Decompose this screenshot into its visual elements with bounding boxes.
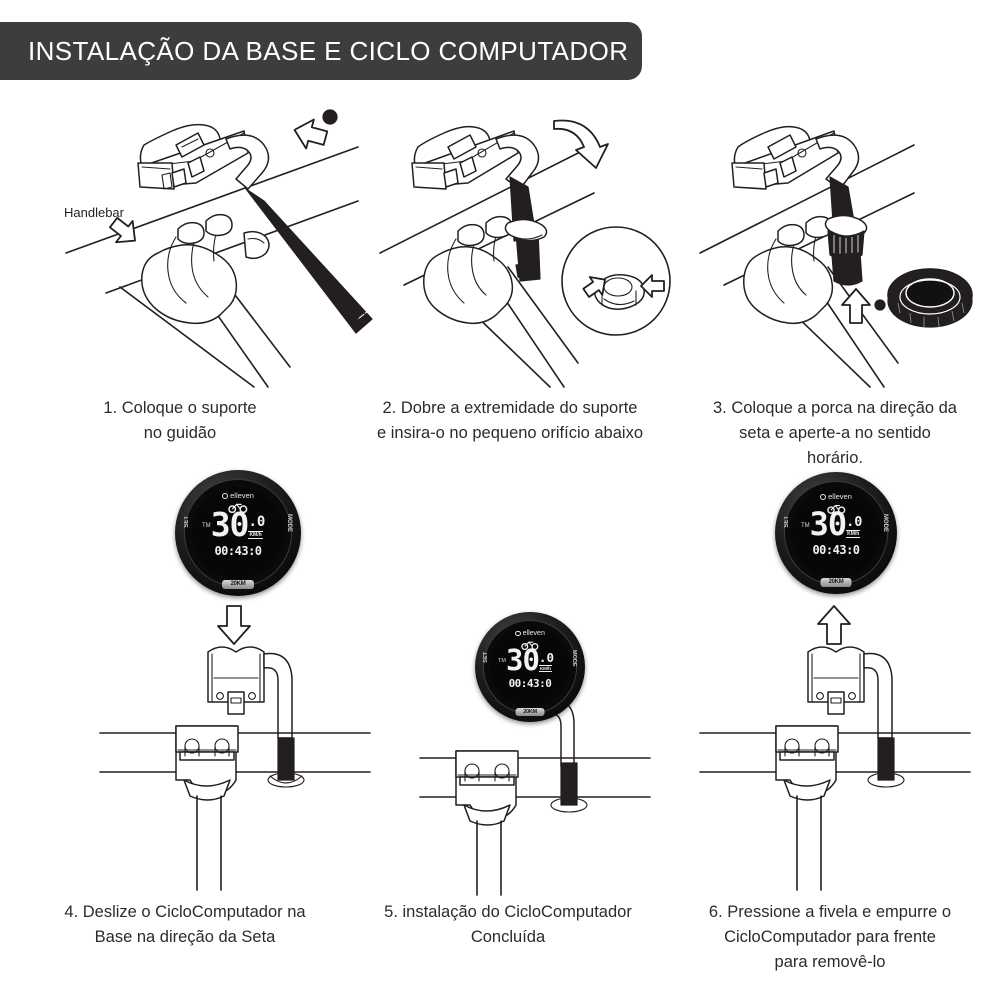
device-bottom-badge: 20KM <box>820 578 852 587</box>
bicycle-icon <box>791 503 881 514</box>
step-4-device: elleven 30 .0 KM/h 00:43:0 TM SET MODE <box>175 470 301 596</box>
step-5-illustration <box>419 699 651 896</box>
step-4-caption: 4. Deslize o CicloComputador na Base na … <box>64 903 306 946</box>
brand-logo-icon <box>820 493 827 500</box>
bicycle-icon <box>192 502 284 513</box>
brand-logo-icon <box>515 630 521 637</box>
step-2-caption: 2. Dobre a extremidade do suporte e insi… <box>376 399 643 442</box>
step-5-device: elleven 30 .0 KM/h 00:43:0 TM SET MODE <box>475 612 585 722</box>
tm-label: TM <box>498 658 506 664</box>
mode-button[interactable]: MODE <box>571 650 577 667</box>
device-brand: elleven <box>791 492 881 501</box>
tm-label: TM <box>801 523 810 529</box>
device-brand: elleven <box>490 630 570 637</box>
step-1-caption: 1. Coloque o suporte no guidão <box>103 399 257 442</box>
set-button[interactable]: SET <box>483 652 489 663</box>
speed-display: 30 .0 KM/h <box>210 505 266 544</box>
step-6-caption: 6. Pressione a fivela e empurre o CicloC… <box>708 903 952 971</box>
step-3-illustration <box>698 105 998 390</box>
set-button[interactable]: SET <box>184 516 190 528</box>
speed-display: 30 .0 KM/h <box>506 643 554 677</box>
handlebar-label-text: Handlebar <box>64 205 125 220</box>
bicycle-icon <box>490 640 570 650</box>
step-6-illustration <box>699 600 971 891</box>
brand-logo-icon <box>222 492 229 499</box>
step-1-illustration: Handlebar <box>58 105 378 390</box>
time-display: 00:43:0 <box>508 677 552 690</box>
time-display: 00:43:0 <box>214 544 262 558</box>
step-6-device: elleven 30 .0 KM/h 00:43:0 TM SET MODE <box>775 472 897 594</box>
header-banner: INSTALAÇÃO DA BASE E CICLO COMPUTADOR <box>0 22 642 80</box>
mode-button[interactable]: MODE <box>882 514 888 532</box>
step-5-caption: 5. instalação do CicloComputador Concluí… <box>384 903 632 946</box>
device-bottom-badge: 20KM <box>222 580 254 589</box>
set-button[interactable]: SET <box>784 516 790 528</box>
device-screen: elleven 30 .0 KM/h 00:43:0 TM <box>192 487 284 579</box>
device-screen: elleven 30 .0 KM/h 00:43:0 TM <box>791 488 881 578</box>
speed-display: 30 .0 KM/h <box>809 505 863 543</box>
step-3-caption: 3. Coloque a porca na direção da seta e … <box>712 399 957 467</box>
step-4-illustration <box>99 600 371 891</box>
page-title: INSTALAÇÃO DA BASE E CICLO COMPUTADOR <box>28 35 629 66</box>
device-bottom-badge: 20KM <box>515 708 545 716</box>
step-2-illustration <box>378 105 678 390</box>
time-display: 00:43:0 <box>812 543 860 557</box>
tm-label: TM <box>202 523 211 529</box>
device-brand: elleven <box>192 491 284 500</box>
mode-button[interactable]: MODE <box>286 514 292 532</box>
device-screen: elleven 30 .0 KM/h 00:43:0 TM <box>490 627 570 707</box>
